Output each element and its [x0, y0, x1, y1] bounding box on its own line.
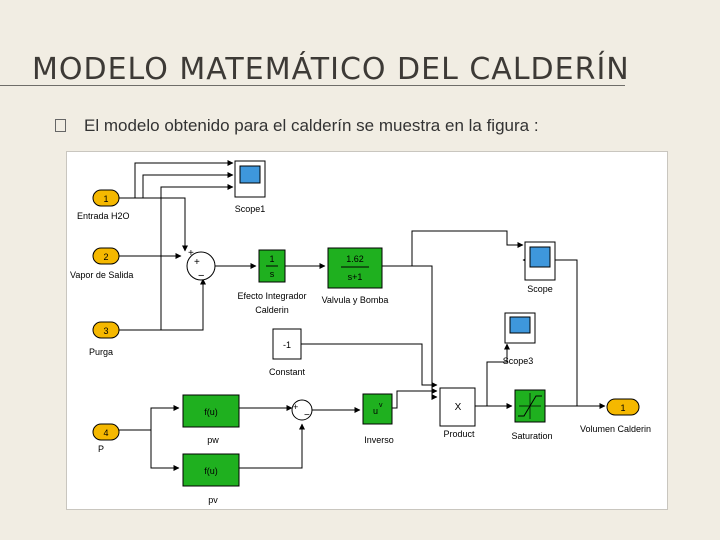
- inport-1[interactable]: 1 Entrada H2O: [77, 189, 130, 221]
- scope1-block[interactable]: Scope1: [234, 160, 266, 214]
- svg-text:2: 2: [103, 252, 108, 262]
- svg-text:X: X: [455, 402, 462, 413]
- fcn-block-pw[interactable]: f(u) pw: [182, 394, 240, 445]
- svg-text:1: 1: [103, 194, 108, 204]
- svg-text:P: P: [98, 444, 104, 454]
- bullet-item: El modelo obtenido para el calderín se m…: [55, 116, 539, 136]
- svg-text:1.62: 1.62: [346, 254, 364, 264]
- svg-text:1: 1: [620, 403, 625, 413]
- constant-block[interactable]: -1 Constant: [269, 328, 306, 377]
- slide-title: MODELO MATEMÁTICO DEL CALDERÍN: [32, 52, 630, 87]
- outport-volumen-calderin[interactable]: 1 Volumen Calderin: [580, 398, 651, 434]
- svg-text:s+1: s+1: [348, 272, 363, 282]
- bullet-box-icon: [55, 119, 66, 132]
- svg-text:Purga: Purga: [89, 347, 113, 357]
- product-block[interactable]: X Product: [439, 387, 476, 439]
- svg-text:Product: Product: [443, 429, 475, 439]
- transfer-fcn-block[interactable]: 1.62 s+1 Valvula y Bomba: [322, 247, 389, 305]
- svg-text:+: +: [293, 402, 298, 412]
- svg-text:+: +: [188, 248, 194, 259]
- svg-text:v: v: [379, 402, 383, 409]
- svg-text:pv: pv: [208, 495, 218, 505]
- inport-2[interactable]: 2 Vapor de Salida: [70, 247, 133, 280]
- svg-text:Vapor de Salida: Vapor de Salida: [70, 270, 133, 280]
- svg-text:pw: pw: [207, 435, 219, 445]
- title-underline: [0, 85, 625, 86]
- svg-text:u: u: [373, 406, 378, 416]
- svg-text:Saturation: Saturation: [511, 431, 552, 441]
- svg-text:1: 1: [269, 254, 274, 264]
- svg-text:Scope: Scope: [527, 284, 553, 294]
- svg-text:Entrada H2O: Entrada H2O: [77, 211, 130, 221]
- signal-lines: [119, 160, 606, 471]
- svg-text:4: 4: [103, 428, 108, 438]
- svg-text:f(u): f(u): [204, 407, 218, 417]
- svg-text:Valvula y Bomba: Valvula y Bomba: [322, 295, 389, 305]
- bullet-text: El modelo obtenido para el calderín se m…: [84, 116, 539, 135]
- svg-text:−: −: [304, 410, 310, 421]
- svg-text:Constant: Constant: [269, 367, 306, 377]
- saturation-block[interactable]: Saturation: [511, 389, 553, 441]
- svg-text:-1: -1: [283, 340, 291, 350]
- scope-block[interactable]: Scope: [524, 241, 556, 294]
- sum-block-2[interactable]: + −: [291, 399, 313, 421]
- svg-text:3: 3: [103, 326, 108, 336]
- svg-text:−: −: [198, 270, 204, 282]
- integrator-block[interactable]: 1 s Efecto Integrador Calderin: [237, 249, 307, 315]
- svg-text:Scope3: Scope3: [503, 356, 534, 366]
- sum-block-1[interactable]: + + −: [186, 248, 216, 282]
- fcn-block-pv[interactable]: f(u) pv: [182, 453, 240, 505]
- svg-text:f(u): f(u): [204, 466, 218, 476]
- svg-text:Inverso: Inverso: [364, 435, 394, 445]
- svg-text:Calderin: Calderin: [255, 305, 289, 315]
- inport-4[interactable]: 4 P: [92, 423, 120, 454]
- svg-text:Efecto Integrador: Efecto Integrador: [237, 291, 306, 301]
- inport-3[interactable]: 3 Purga: [89, 321, 120, 357]
- svg-text:+: +: [194, 257, 200, 268]
- svg-text:Volumen Calderin: Volumen Calderin: [580, 424, 651, 434]
- math-function-block[interactable]: u v Inverso: [362, 393, 394, 445]
- svg-text:s: s: [270, 269, 275, 279]
- scope3-block[interactable]: Scope3: [503, 312, 536, 366]
- svg-text:Scope1: Scope1: [235, 204, 266, 214]
- simulink-diagram: 1 Entrada H2O 2 Vapor de Salida 3 Purga …: [66, 151, 668, 510]
